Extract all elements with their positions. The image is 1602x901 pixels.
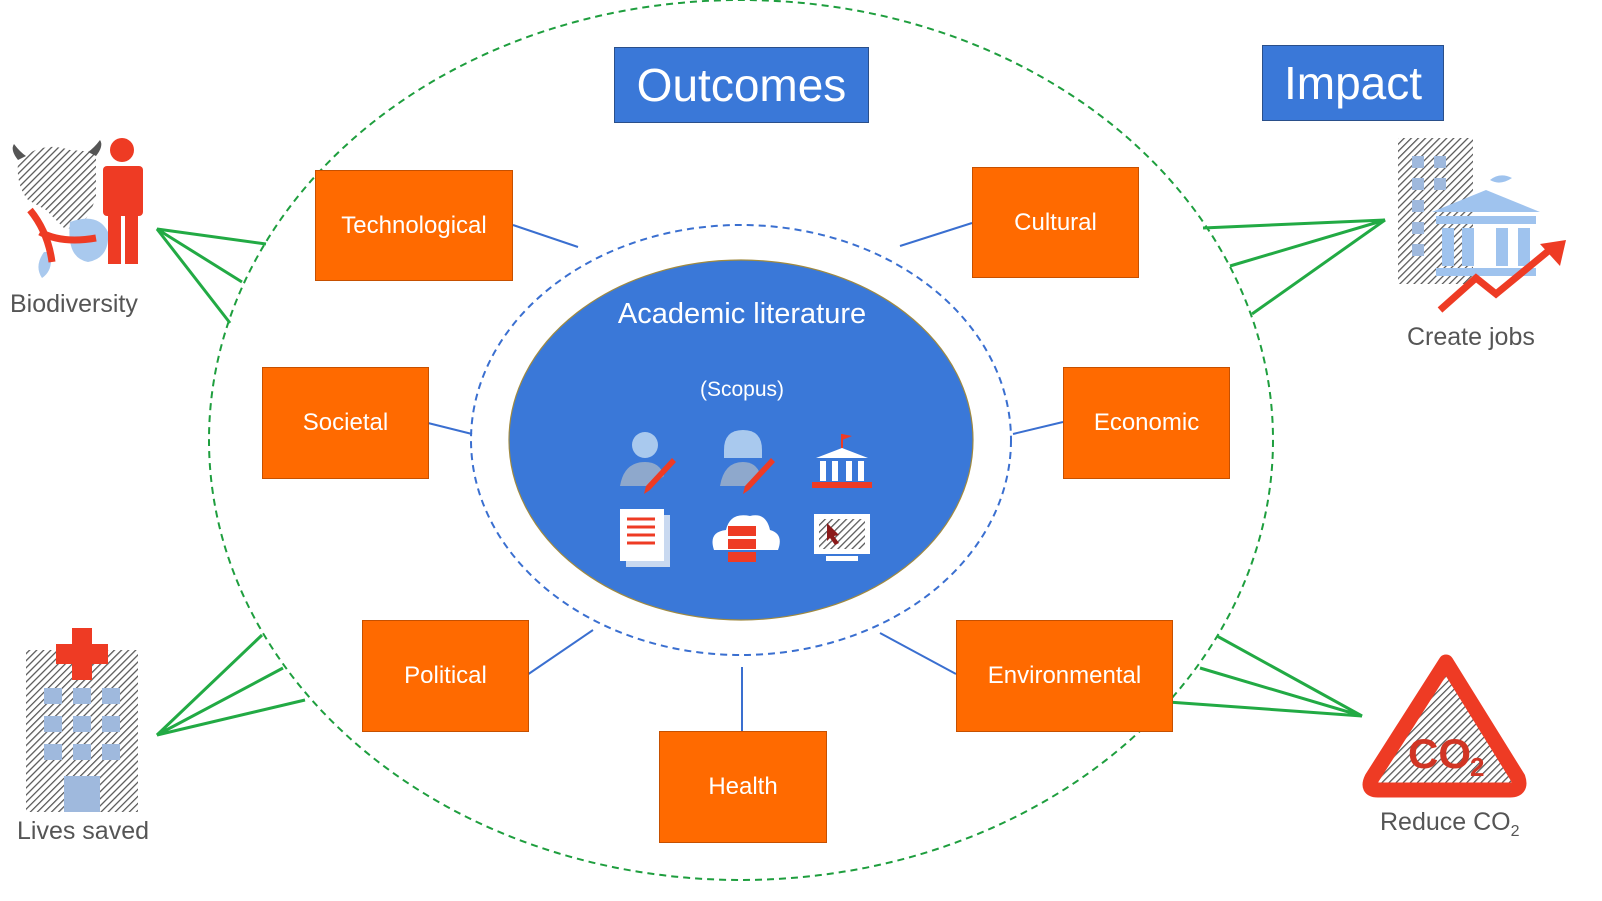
outcome-health: Health (659, 731, 827, 843)
hospital-icon (26, 628, 138, 812)
literature-boundary (470, 224, 1012, 656)
outcome-cultural: Cultural (972, 167, 1139, 278)
reduce-co2-label: Reduce CO2 (1380, 808, 1520, 841)
impact-connectors (155, 218, 1386, 737)
outcome-environmental: Environmental (956, 620, 1173, 732)
outcome-technological: Technological (315, 170, 513, 281)
svg-text:CO: CO (1408, 730, 1471, 777)
reduce-co2-text: Reduce CO (1380, 808, 1511, 836)
outcomes-boundary (208, 0, 1274, 881)
document-icon (620, 509, 670, 567)
co2-warning-icon: CO 2 (1362, 654, 1527, 798)
outcome-connectors (427, 222, 1064, 731)
outcome-economic: Economic (1063, 367, 1230, 479)
cow-person-plant-icon (12, 138, 143, 278)
outcomes-header: Outcomes (614, 47, 869, 123)
building-growth-icon (1398, 138, 1566, 313)
outcome-political: Political (362, 620, 529, 732)
reduce-co2-subscript: 2 (1510, 823, 1520, 840)
scopus-label: (Scopus) (699, 378, 785, 401)
academic-literature-title: Academic literature (617, 298, 867, 330)
computer-screen-icon (814, 514, 870, 561)
create-jobs-label: Create jobs (1407, 323, 1535, 351)
outcome-societal: Societal (262, 367, 429, 479)
cloud-database-icon (712, 515, 780, 562)
lives-saved-label: Lives saved (17, 817, 150, 845)
biodiversity-label: Biodiversity (10, 290, 138, 318)
author-icon (620, 432, 676, 494)
impact-header: Impact (1262, 45, 1444, 121)
author-icon (720, 430, 775, 494)
institution-icon (812, 434, 872, 488)
svg-text:2: 2 (1470, 752, 1484, 782)
